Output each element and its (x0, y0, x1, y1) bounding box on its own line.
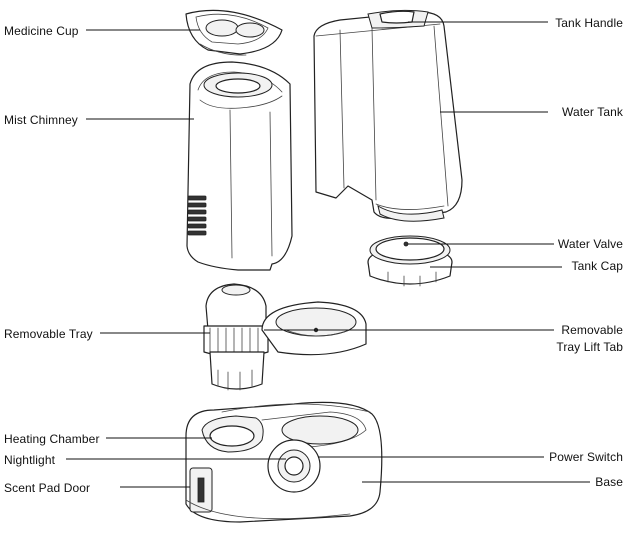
removable-tray-drawing (203, 283, 367, 391)
label-medicine-cup: Medicine Cup (4, 24, 79, 38)
label-tank-cap: Tank Cap (572, 259, 624, 273)
leader-lines (66, 21, 590, 488)
label-nightlight: Nightlight (4, 453, 56, 467)
label-mist-chimney: Mist Chimney (4, 113, 78, 127)
label-scent-pad-door: Scent Pad Door (4, 481, 90, 495)
label-base: Base (595, 475, 623, 489)
label-removable-tray-lift-tab-line1: Removable (561, 323, 623, 337)
label-tank-handle: Tank Handle (555, 16, 623, 30)
mist-chimney-drawing (186, 61, 293, 271)
label-removable-tray: Removable Tray (4, 327, 93, 341)
medicine-cup-drawing (185, 9, 283, 56)
label-water-valve: Water Valve (558, 237, 623, 251)
label-heating-chamber: Heating Chamber (4, 432, 100, 446)
label-water-tank: Water Tank (562, 105, 624, 119)
label-removable-tray-lift-tab-line2: Tray Lift Tab (556, 340, 623, 354)
water-tank-drawing (313, 9, 463, 222)
base-drawing (185, 401, 383, 523)
chimney-vent-slots (187, 195, 207, 236)
label-power-switch: Power Switch (549, 450, 623, 464)
